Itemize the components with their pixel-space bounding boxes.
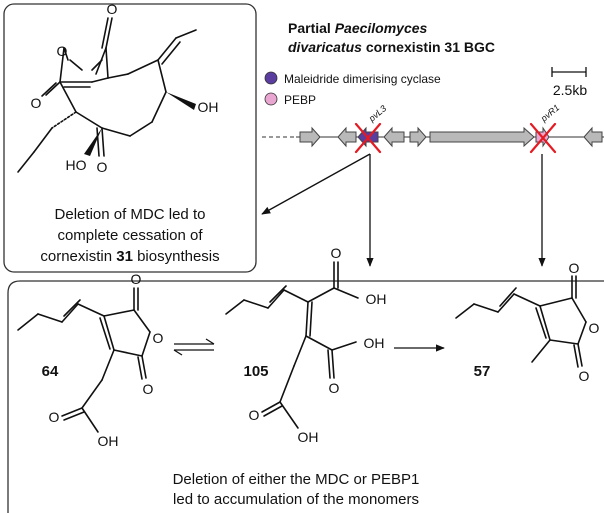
compound-105-oh-top: OH [366, 291, 387, 307]
gene-arrow-1 [299, 126, 321, 148]
deletion-cross-pvR1 [529, 122, 557, 154]
compound-105-structure [225, 261, 359, 429]
scale-bar-label: 2.5kb [553, 82, 587, 98]
bgc-title-line-1: Partial Paecilomyces [288, 20, 428, 36]
compound-57-oxygen-top: O [569, 260, 580, 276]
cornexistin-panel-frame [3, 3, 257, 273]
deletion-cross-pvL3 [354, 122, 382, 154]
compound-64-oxygen-top: O [131, 271, 142, 287]
gene-label-pvR1: pvR1 [538, 102, 561, 124]
scale-bar [551, 67, 587, 77]
caption-text-biosynthesis: biosynthesis [133, 248, 220, 265]
gene-arrow-5 [409, 126, 427, 148]
wedge-oh-left [84, 128, 102, 156]
cornexistin-structure [17, 17, 197, 173]
compound-64-structure [17, 287, 151, 433]
legend-label-pebp: PEBP [284, 93, 316, 107]
compound-57-structure [455, 275, 587, 368]
gene-arrow-4 [383, 126, 405, 148]
bgc-title-genus: Paecilomyces [335, 20, 428, 36]
compound-57-oxygen-bottom: O [579, 368, 590, 384]
wedge-oh-right [166, 92, 196, 110]
arrow-to-cornexistin [261, 153, 371, 215]
compound-64-label: 64 [42, 363, 59, 380]
monomers-caption-line-2: led to accumulation of the monomers [173, 491, 419, 508]
gene-arrow-6 [429, 126, 535, 148]
monomers-panel-frame [7, 280, 604, 513]
equilibrium-arrows [173, 338, 215, 356]
bgc-title-species: divaricatus [288, 39, 362, 55]
legend-swatch-pebp [264, 92, 278, 106]
compound-105-label: 105 [243, 363, 268, 380]
atom-hydroxyl-left: HO [66, 157, 87, 173]
compound-105-acid-oxygen: O [249, 407, 260, 423]
gene-arrow-2 [337, 126, 357, 148]
compound-105-oxygen-top: O [331, 245, 342, 261]
atom-carbonyl-oxygen-top: O [107, 1, 118, 17]
monomers-panel: O O O O OH 64 [7, 245, 604, 513]
atom-carbonyl-oxygen-left: O [31, 95, 42, 111]
bgc-title-prefix: Partial [288, 20, 335, 36]
compound-64-acid-oh: OH [98, 433, 119, 449]
legend-swatch-mdc [264, 71, 278, 85]
bgc-title-suffix: cornexistin 31 BGC [362, 39, 495, 55]
bgc-panel: Partial Paecilomyces divaricatus cornexi… [261, 20, 604, 267]
cornexistin-caption-line-1: Deletion of MDC led to [55, 206, 206, 223]
compound-57-label: 57 [474, 363, 491, 380]
cornexistin-caption-line-3: cornexistin 31 biosynthesis [40, 248, 219, 265]
cornexistin-caption-line-2: complete cessation of [57, 227, 203, 244]
compound-64-ring-oxygen: O [153, 330, 164, 346]
atom-ring-oxygen: O [57, 43, 68, 59]
legend-label-mdc: Maleidride dimerising cyclase [284, 72, 441, 86]
compound-57-ring-oxygen: O [589, 320, 600, 336]
bgc-title-line-2: divaricatus cornexistin 31 BGC [288, 39, 495, 55]
compound-105-acid-oh: OH [298, 429, 319, 445]
caption-compound-31: 31 [116, 248, 133, 265]
compound-64-acid-oxygen: O [49, 409, 60, 425]
compound-105-oh-middle: OH [364, 335, 385, 351]
compound-105-oxygen-middle: O [329, 380, 340, 396]
caption-text-cornexistin: cornexistin [40, 248, 116, 265]
cornexistin-panel: O O O OH HO O Deletion of MDC led to com… [3, 1, 257, 273]
gene-arrow-8 [583, 126, 603, 148]
gene-label-pvL3: pvL3 [366, 103, 388, 124]
compound-64-oxygen-bottom: O [143, 381, 154, 397]
atom-hydroxyl-right: OH [198, 99, 219, 115]
atom-ketone-oxygen: O [97, 159, 108, 175]
monomers-caption-line-1: Deletion of either the MDC or PEBP1 [173, 471, 420, 488]
